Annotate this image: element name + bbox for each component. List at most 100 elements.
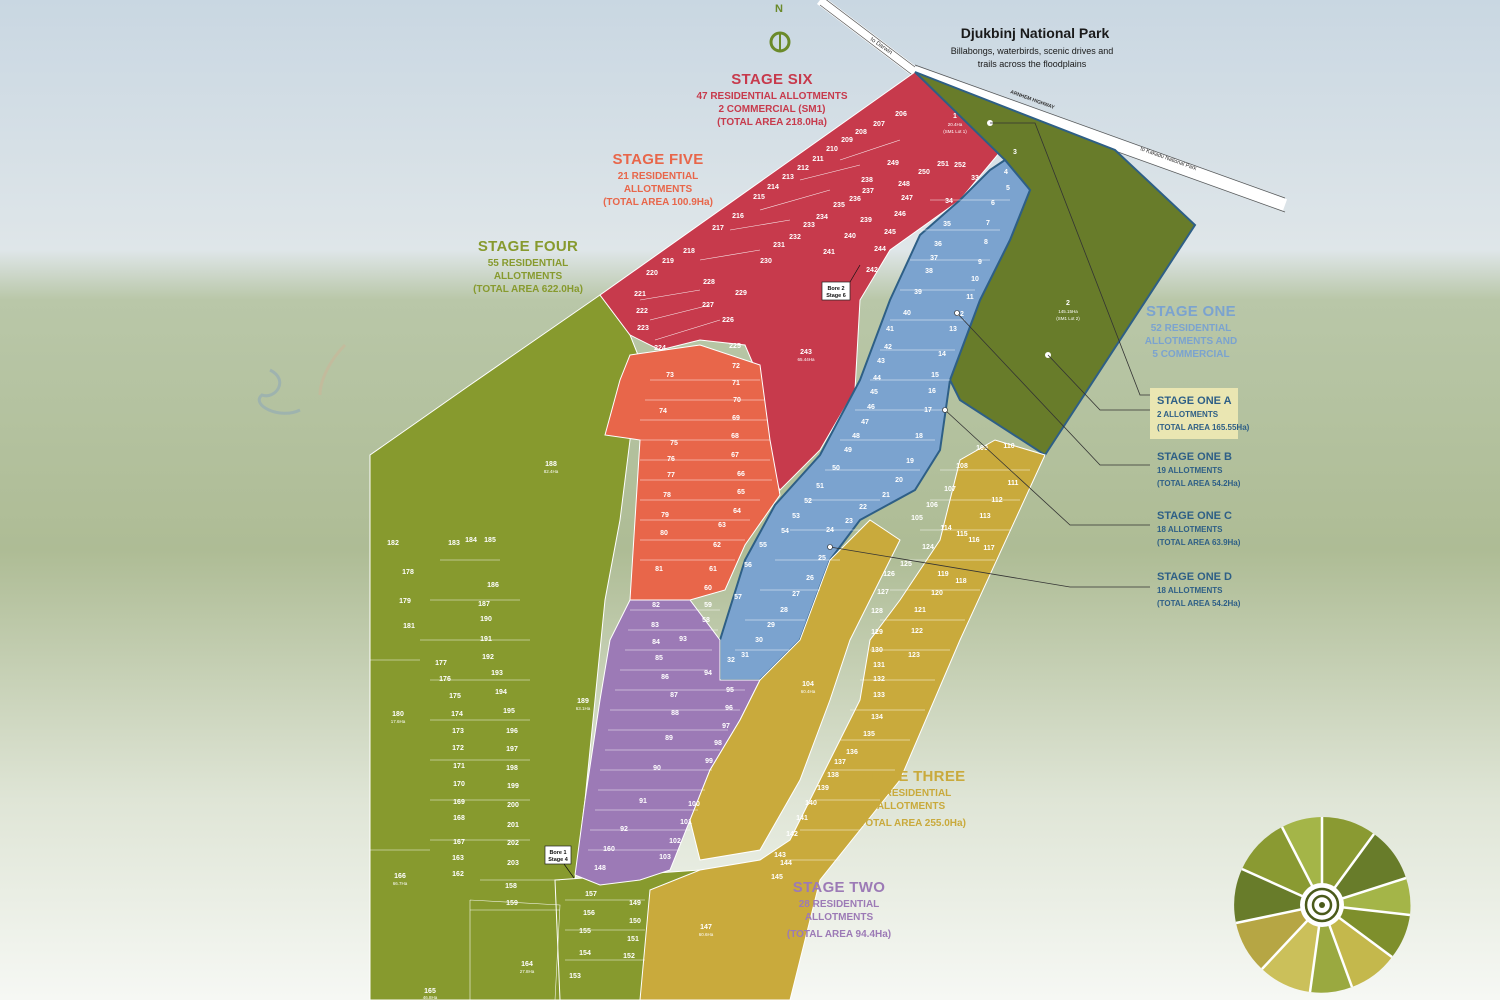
lot-number[interactable]: 199 [507, 783, 519, 790]
lot-number[interactable]: 211 [812, 156, 823, 163]
lot-number[interactable]: 92 [620, 826, 628, 833]
lot-number[interactable]: 3 [1013, 149, 1017, 156]
lot-number[interactable]: 58 [702, 617, 710, 624]
lot-number[interactable]: 239 [860, 217, 872, 224]
lot-number[interactable]: 212 [797, 165, 809, 172]
lot-number[interactable]: 77 [667, 472, 675, 479]
lot-number[interactable]: 95 [726, 687, 734, 694]
lot-number[interactable]: 219 [662, 258, 674, 265]
lot-number[interactable]: 156 [583, 910, 595, 917]
lot-number[interactable]: 46 [867, 404, 875, 411]
lot-number[interactable]: 11 [966, 294, 974, 301]
lot-number[interactable]: 231 [773, 242, 785, 249]
lot-number[interactable]: 150 [629, 918, 641, 925]
lot-number[interactable]: 114 [940, 525, 951, 532]
lot-number[interactable]: 90 [653, 765, 661, 772]
lot-number[interactable]: 240 [844, 233, 856, 240]
lot-243[interactable]: 243 65.44Ha [797, 349, 815, 362]
lot-number[interactable]: 9 [978, 259, 982, 266]
lot-number[interactable]: 64 [733, 508, 741, 515]
lot-number[interactable]: 60 [704, 585, 712, 592]
stage-one-c-callout[interactable]: STAGE ONE C 18 ALLOTMENTS (TOTAL AREA 63… [1157, 510, 1241, 547]
lot-number[interactable]: 163 [452, 855, 464, 862]
lot-number[interactable]: 133 [873, 692, 885, 699]
lot-number[interactable]: 131 [873, 662, 885, 669]
lot-number[interactable]: 51 [816, 483, 824, 490]
lot-number[interactable]: 215 [753, 194, 765, 201]
lot-number[interactable]: 123 [908, 652, 920, 659]
lot-number[interactable]: 171 [453, 763, 465, 770]
stage-one-a-callout[interactable]: STAGE ONE A 2 ALLOTMENTS (TOTAL AREA 165… [1157, 395, 1250, 432]
lot-number[interactable]: 249 [887, 160, 899, 167]
lot-number[interactable]: 127 [877, 589, 889, 596]
lot-104[interactable]: 104 60.4Ha [801, 681, 816, 694]
lot-number[interactable]: 84 [652, 639, 660, 646]
lot-number[interactable]: 62 [713, 542, 721, 549]
lot-number[interactable]: 160 [603, 846, 615, 853]
lot-number[interactable]: 113 [979, 513, 990, 520]
lot-number[interactable]: 112 [991, 497, 1002, 504]
lot-number[interactable]: 237 [862, 188, 874, 195]
lot-number[interactable]: 125 [900, 561, 912, 568]
lot-number[interactable]: 200 [507, 802, 519, 809]
lot-number[interactable]: 43 [877, 358, 885, 365]
lot-number[interactable]: 8 [984, 239, 988, 246]
lot-number[interactable]: 115 [956, 531, 967, 538]
lot-number[interactable]: 41 [886, 326, 894, 333]
lot-number[interactable]: 198 [506, 765, 518, 772]
lot-number[interactable]: 175 [449, 693, 461, 700]
lot-number[interactable]: 45 [870, 389, 878, 396]
lot-number[interactable]: 76 [667, 456, 675, 463]
lot-number[interactable]: 20 [895, 477, 903, 484]
lot-number[interactable]: 13 [949, 326, 957, 333]
lot-number[interactable]: 232 [789, 234, 801, 241]
lot-number[interactable]: 16 [928, 388, 936, 395]
lot-number[interactable]: 32 [727, 657, 735, 664]
lot-number[interactable]: 86 [661, 674, 669, 681]
lot-number[interactable]: 79 [661, 512, 669, 519]
lot-number[interactable]: 21 [882, 492, 890, 499]
lot-number[interactable]: 54 [781, 528, 789, 535]
lot-number[interactable]: 185 [484, 537, 496, 544]
lot-number[interactable]: 221 [634, 291, 646, 298]
lot-number[interactable]: 17 [924, 407, 932, 414]
lot-number[interactable]: 193 [491, 670, 503, 677]
lot-number[interactable]: 27 [792, 591, 800, 598]
lot-number[interactable]: 144 [780, 860, 792, 867]
lot-number[interactable]: 244 [874, 246, 886, 253]
lot-number[interactable]: 136 [846, 749, 858, 756]
lot-number[interactable]: 72 [732, 363, 740, 370]
lot-number[interactable]: 149 [629, 900, 641, 907]
lot-number[interactable]: 117 [983, 545, 994, 552]
lot-number[interactable]: 145 [771, 874, 783, 881]
lot-number[interactable]: 87 [670, 692, 678, 699]
lot-number[interactable]: 7 [986, 220, 990, 227]
lot-number[interactable]: 81 [655, 566, 663, 573]
lot-number[interactable]: 68 [731, 433, 739, 440]
lot-number[interactable]: 36 [934, 241, 942, 248]
lot-number[interactable]: 217 [712, 225, 724, 232]
lot-number[interactable]: 80 [660, 530, 668, 537]
lot-number[interactable]: 191 [480, 636, 492, 643]
lot-number[interactable]: 130 [871, 647, 883, 654]
lot-number[interactable]: 170 [453, 781, 465, 788]
lot-number[interactable]: 234 [816, 214, 828, 221]
lot-number[interactable]: 159 [506, 900, 518, 907]
lot-number[interactable]: 59 [704, 602, 712, 609]
lot-number[interactable]: 85 [655, 655, 663, 662]
lot-number[interactable]: 103 [659, 854, 671, 861]
lot-number[interactable]: 33 [971, 175, 979, 182]
lot-number[interactable]: 70 [733, 397, 741, 404]
lot-number[interactable]: 98 [714, 740, 722, 747]
lot-number[interactable]: 226 [722, 317, 734, 324]
lot-number[interactable]: 153 [569, 973, 581, 980]
lot-number[interactable]: 93 [679, 636, 687, 643]
lot-number[interactable]: 14 [938, 351, 946, 358]
lot-number[interactable]: 128 [871, 608, 883, 615]
lot-165[interactable]: 165 46.8Ha [423, 988, 438, 1000]
lot-number[interactable]: 183 [448, 540, 460, 547]
lot-number[interactable]: 38 [925, 268, 933, 275]
lot-number[interactable]: 208 [855, 129, 867, 136]
lot-number[interactable]: 89 [665, 735, 673, 742]
lot-number[interactable]: 242 [866, 267, 878, 274]
